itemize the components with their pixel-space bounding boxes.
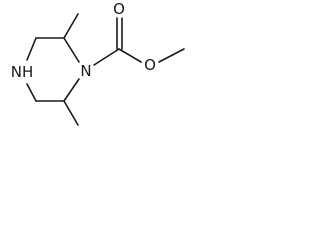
bond-c3-n4 [26, 37, 37, 61]
piperazine-ring [26, 37, 80, 102]
ring-nitrogen-label: N [80, 62, 91, 80]
carbonyl-oxygen-label: O [113, 0, 125, 18]
bond-c2-methyl [63, 13, 79, 39]
bond-n1-carbonyl-carbon [93, 48, 120, 66]
bond-carbon-ester-oxygen [118, 48, 142, 63]
amine-label: NH [11, 63, 34, 81]
bond-n1-c2 [63, 37, 80, 63]
methyl-substituents [63, 13, 79, 126]
bond-ester-oxygen-methyl [158, 48, 185, 63]
chemical-structure: N NH O O [11, 0, 185, 126]
ester-oxygen-label: O [144, 56, 156, 74]
bond-n4-c5 [26, 83, 37, 102]
methyl-ester-group [93, 17, 185, 66]
bond-c6-n1 [63, 78, 80, 102]
bond-c6-methyl [63, 100, 79, 126]
